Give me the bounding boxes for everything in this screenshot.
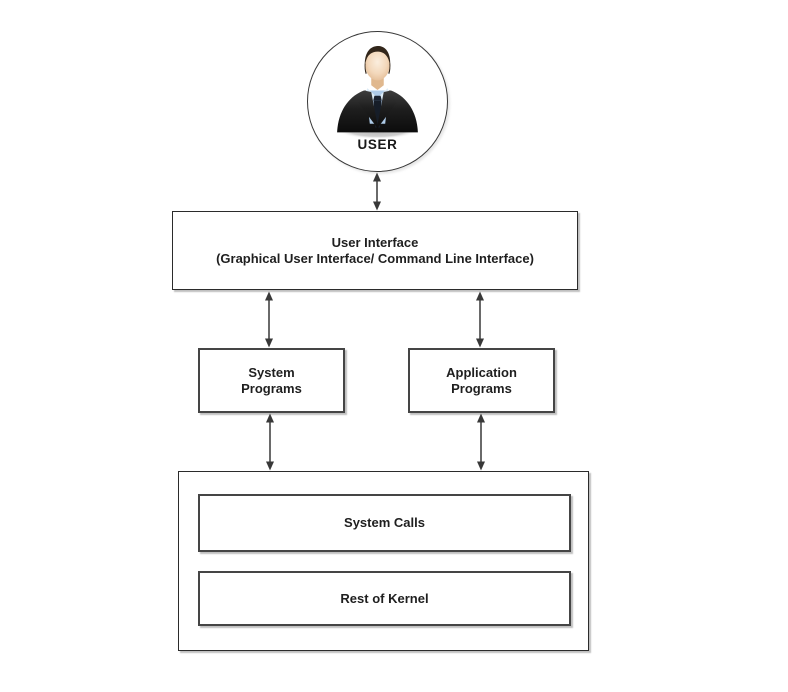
arrow-ui-to-system-programs xyxy=(265,291,273,348)
rest-of-kernel-box: Rest of Kernel xyxy=(198,571,571,626)
system-programs-box: System Programs xyxy=(198,348,345,413)
businessman-avatar-icon xyxy=(337,45,418,140)
user-interface-box: User Interface (Graphical User Interface… xyxy=(172,211,578,290)
arrow-user-to-ui xyxy=(373,172,381,211)
arrow-application-programs-to-kernel xyxy=(477,413,485,471)
user-node: USER xyxy=(307,31,448,172)
system-calls-box: System Calls xyxy=(198,494,571,552)
application-programs-label-line2: Programs xyxy=(451,380,512,396)
arrow-ui-to-application-programs xyxy=(476,291,484,348)
arrow-system-programs-to-kernel xyxy=(266,413,274,471)
user-interface-title: User Interface xyxy=(331,234,419,250)
user-label: USER xyxy=(357,137,398,152)
application-programs-box: Application Programs xyxy=(408,348,555,413)
system-programs-label-line2: Programs xyxy=(241,380,302,396)
user-interface-subtitle: (Graphical User Interface/ Command Line … xyxy=(216,250,534,266)
rest-of-kernel-label: Rest of Kernel xyxy=(340,590,429,606)
application-programs-label-line1: Application xyxy=(446,364,517,380)
system-programs-label-line1: System xyxy=(248,364,295,380)
system-calls-label: System Calls xyxy=(344,515,425,530)
